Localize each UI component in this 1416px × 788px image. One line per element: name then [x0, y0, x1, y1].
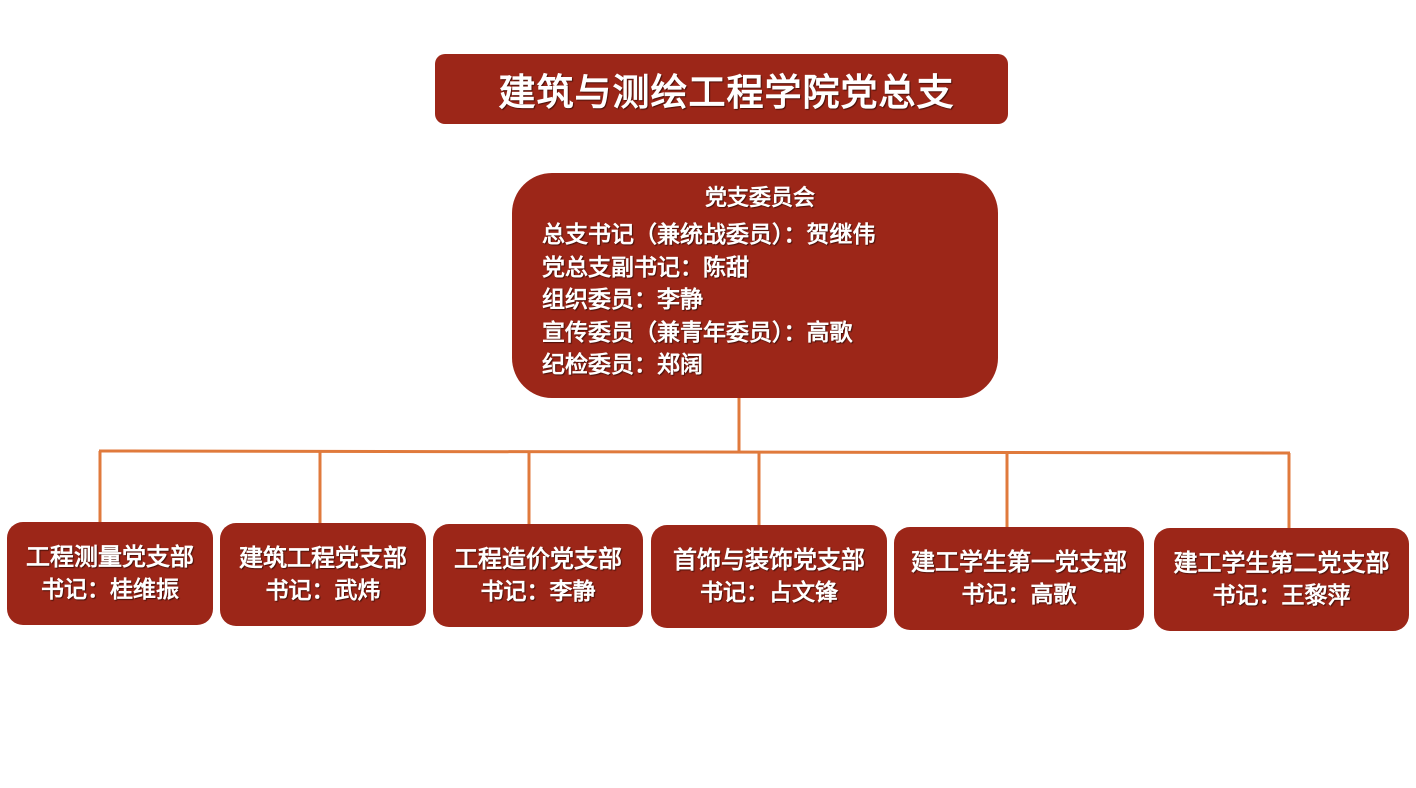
branch-name: 工程测量党支部 — [26, 543, 194, 571]
branch-box-1: 工程测量党支部 书记：桂维振 — [7, 522, 213, 625]
branch-secretary: 书记：占文锋 — [700, 580, 838, 606]
branch-secretary: 书记：李静 — [480, 579, 596, 605]
branch-box-6: 建工学生第二党支部 书记：王黎萍 — [1154, 528, 1409, 631]
branch-secretary: 书记：王黎萍 — [1212, 583, 1351, 609]
branch-name: 建筑工程党支部 — [239, 544, 407, 572]
committee-member: 纪检委员：郑阔 — [542, 352, 703, 378]
branch-name: 首饰与装饰党支部 — [673, 546, 865, 574]
branch-box-3: 工程造价党支部 书记：李静 — [433, 524, 643, 627]
branch-secretary: 书记：高歌 — [961, 582, 1077, 608]
branch-name: 建工学生第一党支部 — [911, 548, 1127, 576]
committee-box: 党支委员会 总支书记（兼统战委员）：贺继伟 党总支副书记：陈甜 组织委员：李静 … — [512, 173, 998, 398]
branch-secretary: 书记：桂维振 — [41, 577, 179, 603]
committee-member: 组织委员：李静 — [542, 287, 703, 313]
committee-member: 总支书记（兼统战委员）：贺继伟 — [542, 222, 876, 248]
page-title-text: 建筑与测绘工程学院党总支 — [498, 71, 955, 114]
branch-name: 建工学生第二党支部 — [1173, 549, 1390, 577]
committee-heading: 党支委员会 — [704, 186, 815, 211]
committee-member: 宣传委员（兼青年委员）：高歌 — [542, 319, 853, 346]
branch-box-5: 建工学生第一党支部 书记：高歌 — [894, 527, 1144, 630]
committee-member: 党总支副书记：陈甜 — [542, 254, 749, 281]
branch-box-4: 首饰与装饰党支部 书记：占文锋 — [651, 525, 887, 628]
page-title: 建筑与测绘工程学院党总支 — [435, 54, 1008, 124]
branch-name: 工程造价党支部 — [454, 545, 622, 573]
horizontal-connector — [98, 449, 1291, 455]
branch-secretary: 书记：武炜 — [265, 578, 381, 604]
branch-box-2: 建筑工程党支部 书记：武炜 — [220, 523, 426, 626]
